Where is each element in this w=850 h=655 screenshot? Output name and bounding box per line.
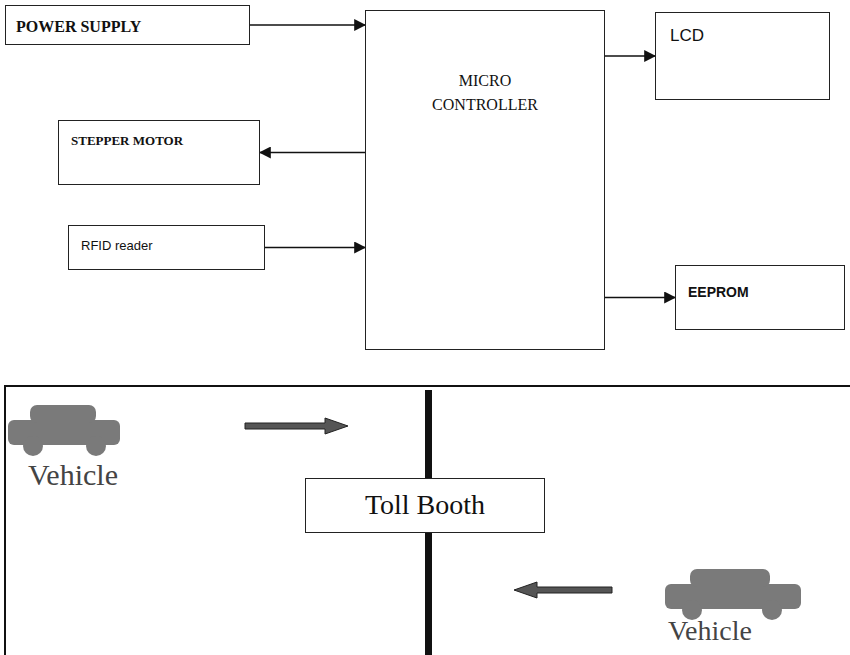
scene-frame (5, 386, 850, 655)
direction-arrow (245, 418, 348, 434)
box-label: STEPPER MOTOR (71, 131, 247, 151)
signal-arrow (250, 24, 365, 26)
box-label: LCD (670, 23, 815, 49)
vehicle-icon (8, 405, 120, 456)
direction-arrow (514, 582, 612, 598)
toll-barrier (425, 533, 432, 655)
vehicle-label: Vehicle (668, 615, 752, 647)
process-box: LCD (655, 12, 830, 100)
box-label: EEPROM (688, 282, 832, 303)
process-box: EEPROM (675, 265, 845, 330)
signal-arrow (265, 247, 365, 249)
signal-arrow (260, 152, 365, 154)
process-box: STEPPER MOTOR (58, 120, 260, 185)
booth-box: Toll Booth (305, 478, 545, 533)
toll-barrier (425, 390, 432, 478)
vehicle-icon (665, 569, 801, 620)
box-label: Toll Booth (316, 484, 534, 526)
controller-box: MICRO CONTROLLER (365, 10, 605, 350)
vehicle-label: Vehicle (28, 458, 118, 492)
box-label: POWER SUPPLY (16, 15, 239, 39)
signal-arrow (605, 55, 655, 57)
box-label: RFID reader (81, 236, 252, 256)
signal-arrow (605, 297, 675, 299)
process-box: RFID reader (68, 225, 265, 270)
box-label: MICRO CONTROLLER (423, 69, 548, 117)
process-box: POWER SUPPLY (5, 5, 250, 45)
